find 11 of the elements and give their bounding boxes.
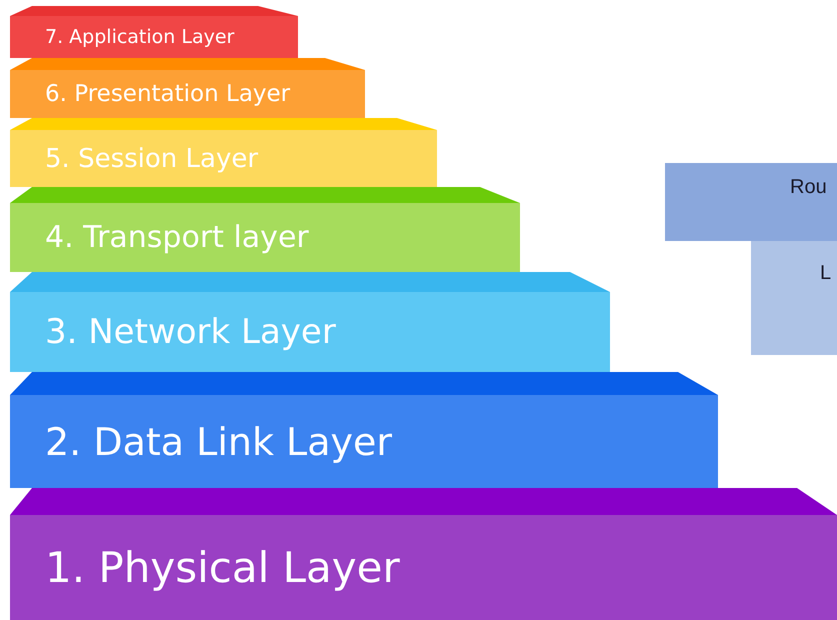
layer-name: 2. Data Link Layer [45,422,392,460]
layer-name: 3. Network Layer [45,315,336,349]
device-name: Rou [790,177,827,197]
layer-name: 6. Presentation Layer [45,82,290,106]
layer-name: 7. Application Layer [45,28,234,46]
layer-name: 4. Transport layer [45,222,309,252]
layer-name: 1. Physical Layer [45,546,400,588]
device-box [665,163,837,241]
device-name: L [820,263,832,283]
device-box [751,241,837,355]
layer-name: 5. Session Layer [45,146,258,172]
